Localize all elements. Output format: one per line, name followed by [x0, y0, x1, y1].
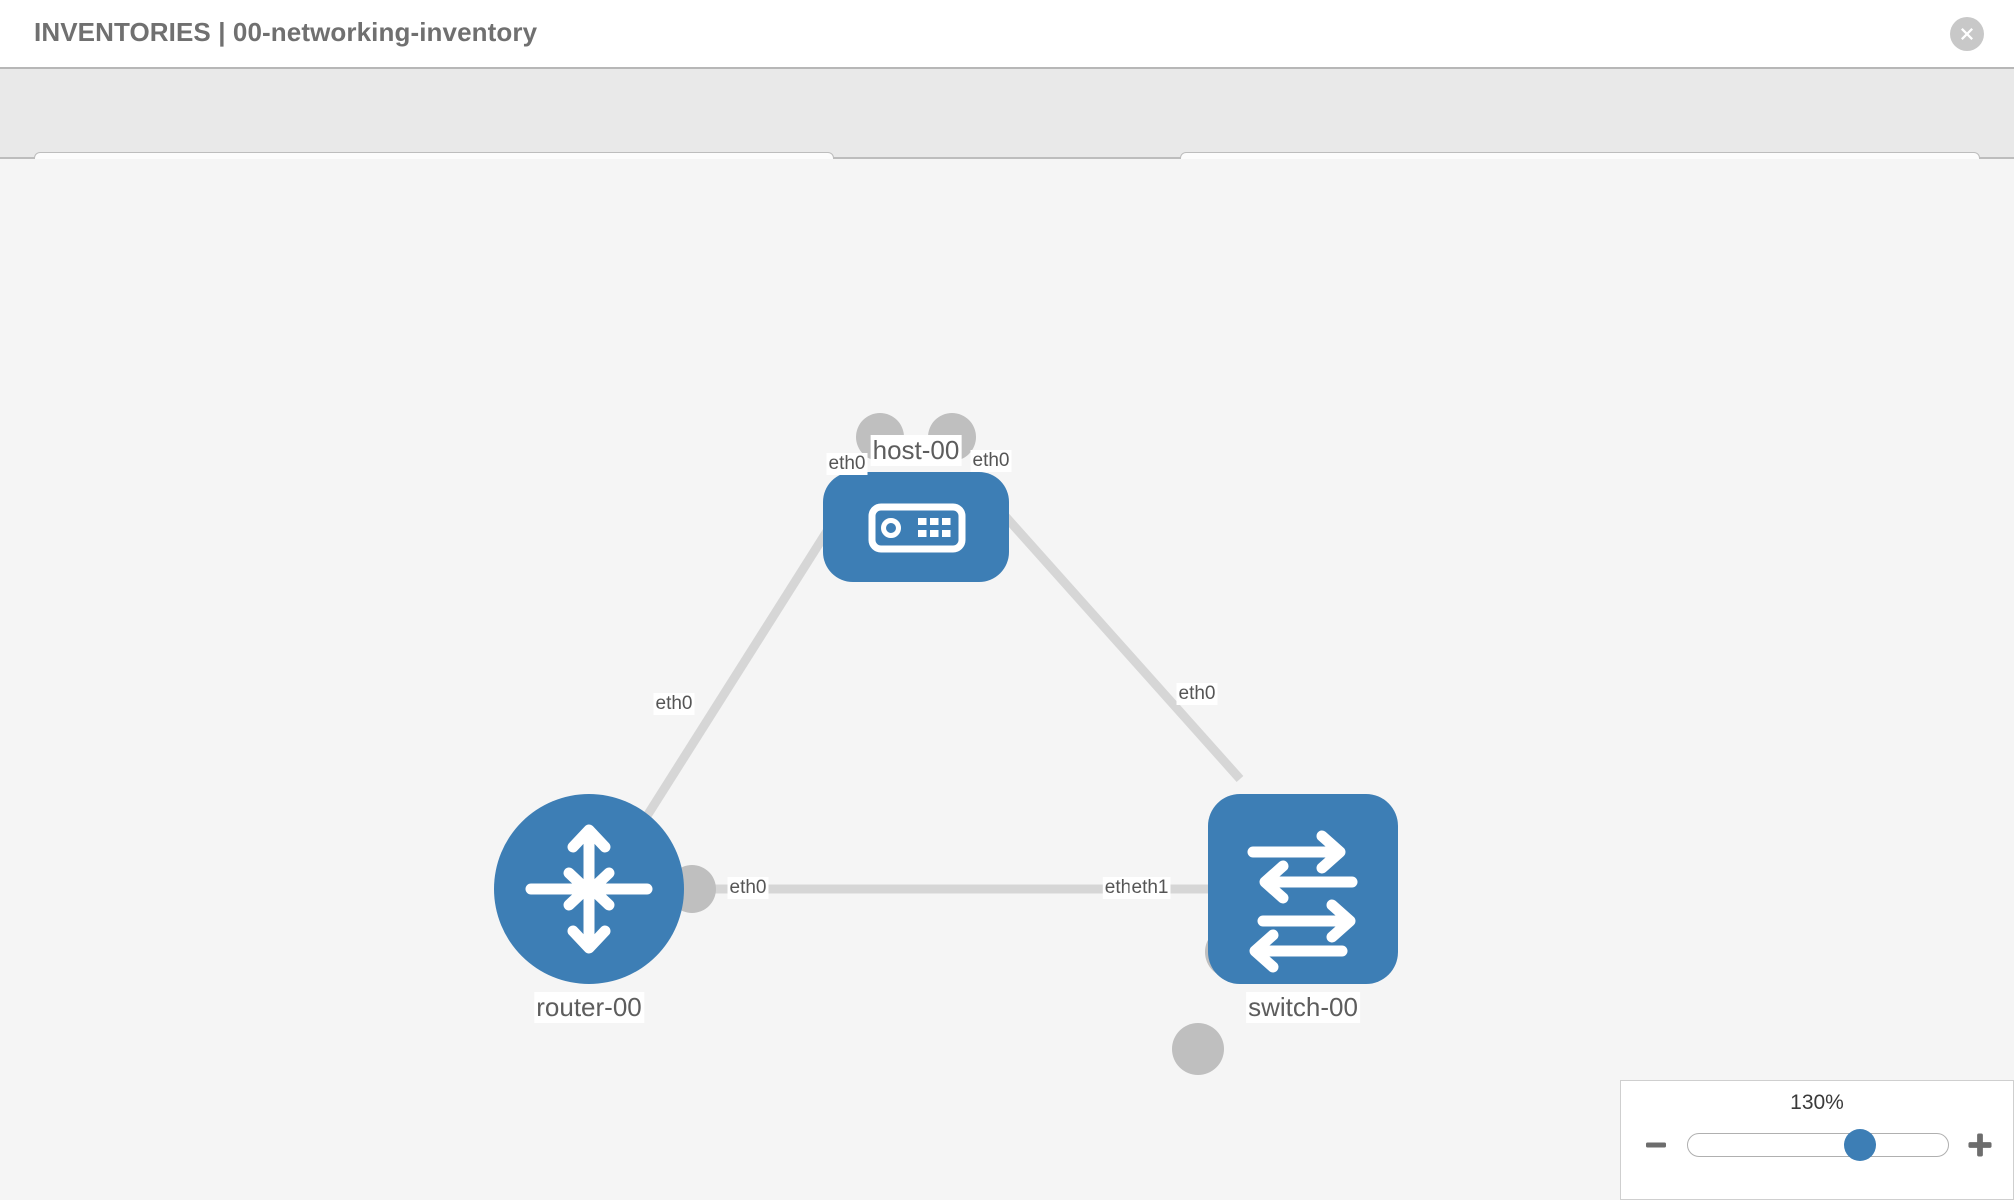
router-arrows-icon	[525, 824, 653, 954]
zoom-level-value: 130%	[1790, 1091, 1844, 1114]
topology-canvas[interactable]: host-00 router-00 switch-00 eth0 eth0 et…	[0, 159, 2014, 1200]
iface-label-switch00-eth0: eth0	[1176, 683, 1218, 705]
zoom-control-panel: 130%	[1620, 1080, 2014, 1200]
zoom-out-button[interactable]	[1639, 1128, 1673, 1162]
node-router-00[interactable]	[494, 794, 684, 984]
page-header: INVENTORIES | 00-networking-inventory	[0, 0, 2014, 69]
node-label-router-00: router-00	[534, 992, 644, 1023]
zoom-in-button[interactable]	[1963, 1128, 1997, 1162]
zoom-slider-thumb[interactable]	[1844, 1129, 1876, 1161]
node-host-00[interactable]	[823, 472, 1009, 582]
server-appliance-icon	[868, 503, 966, 553]
connector-switch00-left[interactable]	[1172, 1023, 1224, 1075]
iface-label-router00-right-eth0: eth0	[727, 877, 769, 899]
toolbar: ACTIONS SEARCH	[0, 69, 2014, 207]
iface-label-switch00-overlap-eth: eth	[1102, 877, 1134, 899]
zoom-slider-row	[1621, 1125, 2014, 1165]
iface-label-router00-eth0: eth0	[653, 693, 695, 715]
topology-graph	[494, 413, 1398, 1075]
close-icon[interactable]	[1950, 17, 1984, 51]
page-title: INVENTORIES | 00-networking-inventory	[34, 17, 538, 47]
node-switch-00[interactable]	[1208, 794, 1398, 984]
node-label-switch-00: switch-00	[1246, 992, 1360, 1023]
node-label-host-00: host-00	[870, 435, 962, 466]
switch-arrows-icon	[1247, 830, 1358, 973]
iface-label-host00-right-eth0: eth0	[970, 450, 1012, 472]
iface-label-host00-left-eth0: eth0	[826, 453, 868, 475]
iface-label-switch00-eth1: eth1	[1129, 877, 1171, 899]
link-host00-switch00[interactable]	[968, 476, 1244, 782]
zoom-slider[interactable]	[1687, 1129, 1949, 1161]
